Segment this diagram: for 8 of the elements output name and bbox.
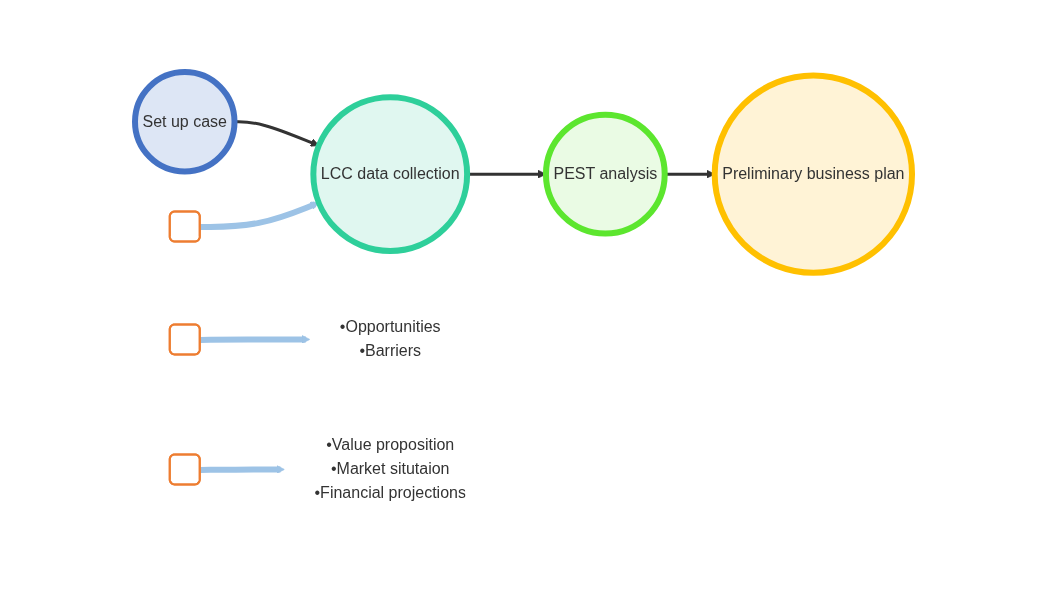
arrow [200,465,285,475]
node-text: •Value proposition •Market situtaion •Financial projections [314,436,466,502]
node-text: •Opportunities •Barriers [339,318,441,360]
node-circle: PEST analysis [542,112,668,237]
node-circle: Set up case [132,69,238,175]
arrow [200,335,311,345]
node-circle: LCC data collection [310,94,471,255]
node-circle: Preliminary business plan [711,72,915,277]
